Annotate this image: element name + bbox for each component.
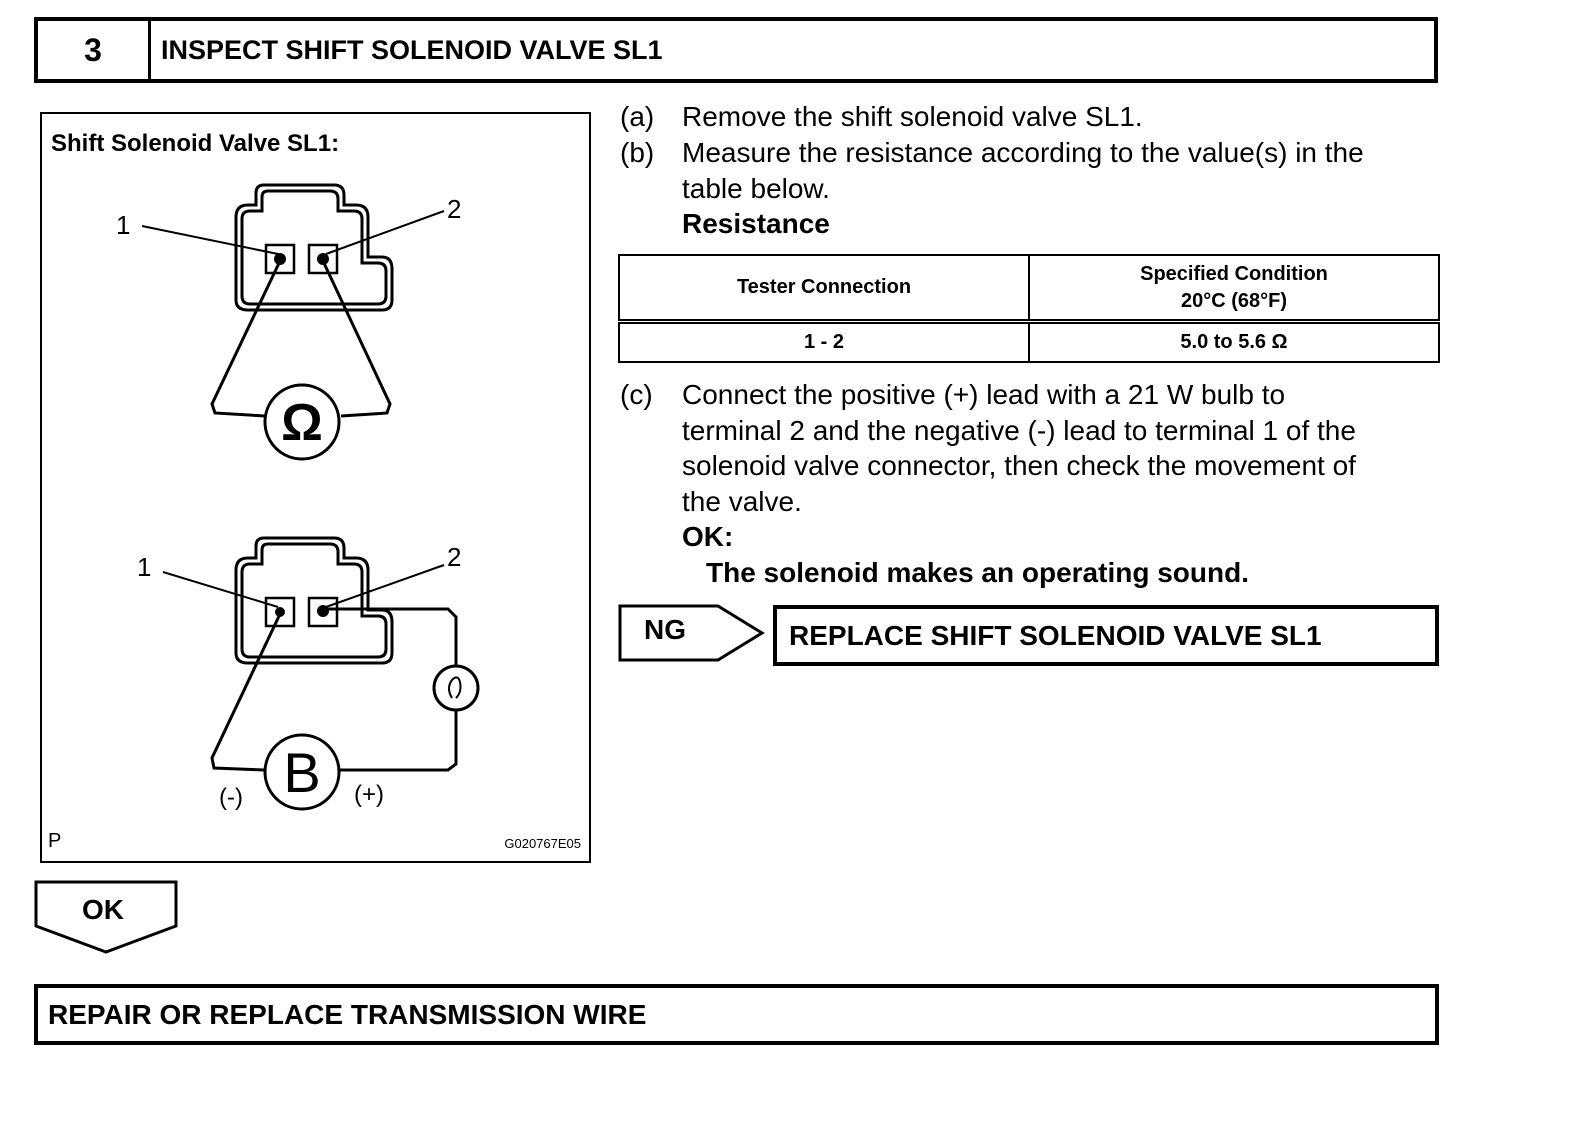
top-leader-1 (141, 225, 279, 255)
figure-code: G020767E05 (504, 836, 581, 851)
bottom-lead-wire-return (340, 710, 458, 772)
table-cell-condition: 5.0 to 5.6 Ω (1028, 320, 1440, 363)
solenoid-figure: Shift Solenoid Valve SL1: (40, 112, 591, 863)
table-header-row: Tester Connection Specified Condition 20… (618, 254, 1440, 323)
bulb-circle (432, 664, 480, 712)
bottom-terminal-1 (264, 596, 296, 628)
ok-heading: OK: (682, 521, 734, 552)
step-number: 3 (38, 21, 151, 79)
negative-label: (-) (219, 784, 243, 811)
top-terminal-1-dot (274, 253, 286, 265)
table-header-condition-line-2: 20°C (68°F) (1180, 289, 1288, 312)
table-header-condition: Specified Condition 20°C (68°F) (1028, 254, 1440, 323)
ok-label: OK (82, 894, 124, 925)
bulb-filament (448, 676, 462, 699)
bottom-leader-1 (162, 571, 279, 608)
resistance-heading: Resistance (682, 208, 830, 239)
bottom-leader-2 (325, 564, 445, 608)
step-c-line-3: solenoid valve connector, then check the… (682, 450, 1356, 481)
step-c-line-2: terminal 2 and the negative (-) lead to … (682, 414, 1356, 446)
step-c-text: Connect the positive (+) lead with a 21 … (682, 377, 1442, 590)
top-terminal-2 (307, 243, 339, 275)
step-a-label: (a) (620, 101, 655, 132)
bottom-connector-outline (234, 536, 394, 665)
bottom-label-2: 2 (447, 542, 461, 572)
bottom-lead-wire-negative (210, 613, 282, 772)
table-header-tester: Tester Connection (618, 254, 1030, 323)
top-leader-2 (325, 210, 445, 255)
top-lead-wire-positive (321, 260, 392, 418)
bottom-connector-inner (240, 542, 388, 659)
step-c-line-4: the valve. (682, 485, 802, 517)
step-b-label: (b) (620, 137, 655, 168)
ng-action-box: REPLACE SHIFT SOLENOID VALVE SL1 (773, 605, 1439, 666)
step-b-line-2: table below. (682, 172, 830, 204)
ok-result-text: The solenoid makes an operating sound. (706, 556, 1249, 588)
battery-symbol: B (283, 741, 320, 804)
table-cell-connection: 1 - 2 (618, 320, 1030, 363)
figure-title: Shift Solenoid Valve SL1: (51, 130, 340, 157)
figure-footer-left: P (48, 830, 62, 852)
ng-arrow (618, 604, 765, 662)
step-b-text: Measure the resistance according to the … (682, 135, 1442, 242)
step-c-label: (c) (620, 379, 653, 410)
top-terminal-1 (264, 243, 296, 275)
table-header-condition-line-1: Specified Condition (1140, 262, 1328, 285)
bottom-terminal-2 (307, 596, 339, 628)
final-action-box: REPAIR OR REPLACE TRANSMISSION WIRE (34, 984, 1439, 1045)
step-header: 3 INSPECT SHIFT SOLENOID VALVE SL1 (34, 17, 1438, 83)
top-label-2: 2 (447, 194, 461, 224)
top-connector-outline (234, 183, 394, 312)
bottom-lead-wire-positive (323, 607, 458, 666)
bottom-label-1: 1 (137, 552, 151, 582)
bottom-terminal-1-dot (275, 607, 285, 617)
step-c-line-1: Connect the positive (+) lead with a 21 … (682, 379, 1286, 410)
top-lead-wire-negative (210, 260, 282, 418)
top-connector-inner (240, 189, 388, 306)
table-row: 1 - 2 5.0 to 5.6 Ω (618, 320, 1440, 363)
top-label-1: 1 (116, 210, 130, 240)
ok-arrow (34, 880, 178, 954)
resistance-table: Tester Connection Specified Condition 20… (618, 254, 1440, 363)
bottom-terminal-2-dot (317, 605, 329, 617)
step-a-text: Remove the shift solenoid valve SL1. (682, 101, 1143, 132)
positive-label: (+) (354, 781, 384, 808)
solenoid-diagram: 1 2 Ω 1 2 B (-) (+) (116, 183, 480, 811)
ohm-symbol: Ω (281, 394, 323, 452)
ohmmeter-circle (263, 383, 341, 461)
step-b-line-1: Measure the resistance according to the … (682, 137, 1364, 168)
battery-circle (263, 733, 341, 811)
step-title: INSPECT SHIFT SOLENOID VALVE SL1 (161, 34, 663, 65)
top-terminal-2-dot (317, 253, 329, 265)
ng-label: NG (644, 614, 686, 645)
